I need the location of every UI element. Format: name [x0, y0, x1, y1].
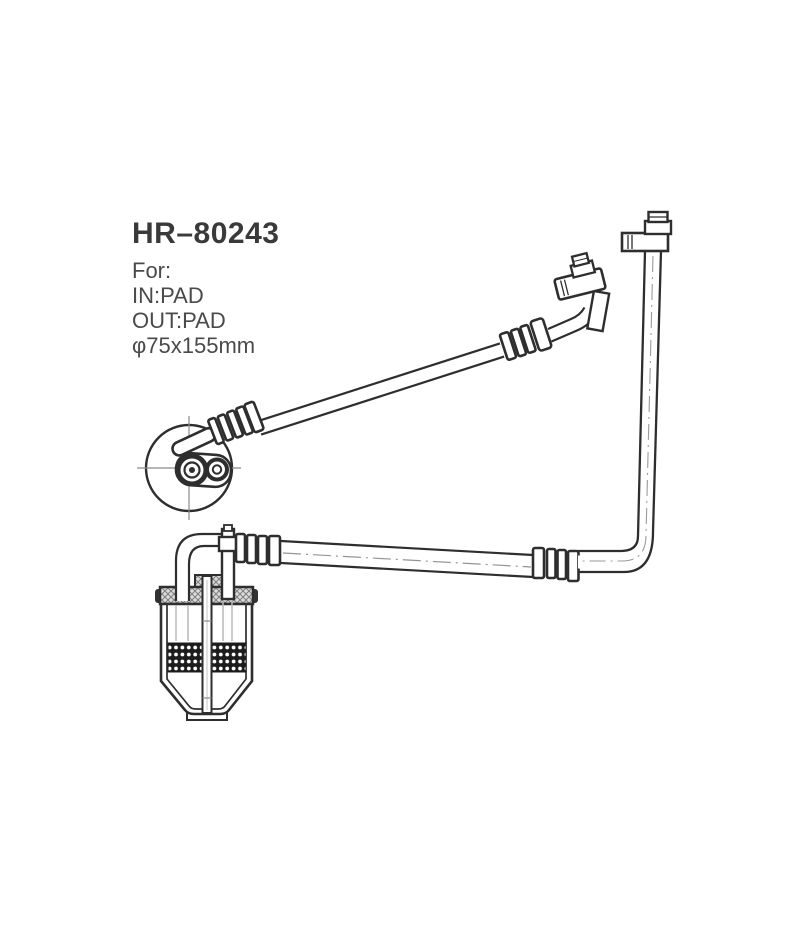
discharge-flange-fitting [620, 231, 670, 253]
drier-inlet-elbow-tube [174, 532, 223, 601]
part-number: HR–80243 [132, 217, 280, 250]
return-metal-tube [578, 210, 673, 574]
return-tube-centerline [582, 255, 654, 562]
bottom-hose-crimp-right [531, 546, 580, 583]
mid-flange-fitting [498, 251, 611, 362]
top-hose-crimp-upper [498, 317, 553, 362]
dimension-spec: φ75x155mm [132, 333, 256, 358]
desiccant-band-right [210, 642, 247, 673]
drier-inner-tubes-faint [175, 601, 233, 641]
desiccant-band-left [167, 642, 204, 673]
drier-port-fitting [217, 524, 239, 601]
service-valve-mid [569, 251, 597, 279]
receiver-drier [155, 574, 258, 721]
top-hose [256, 342, 505, 436]
inlet-spec: IN:PAD [132, 283, 204, 308]
outlet-spec: OUT:PAD [132, 308, 226, 333]
for-label: For: [132, 258, 172, 283]
bottom-hose [280, 539, 534, 579]
bottom-hose-crimp-left [234, 532, 282, 567]
port-block-sight-glass [137, 416, 241, 520]
bottom-hose-centerline [282, 552, 532, 568]
pickup-tube-ticks [202, 620, 212, 699]
service-valve-top [643, 210, 673, 236]
part-label-block: HR–80243 For: IN:PAD OUT:PAD φ75x155mm [132, 217, 279, 358]
fitting-neck [585, 289, 611, 333]
top-hose-crimp-lower [207, 400, 265, 446]
